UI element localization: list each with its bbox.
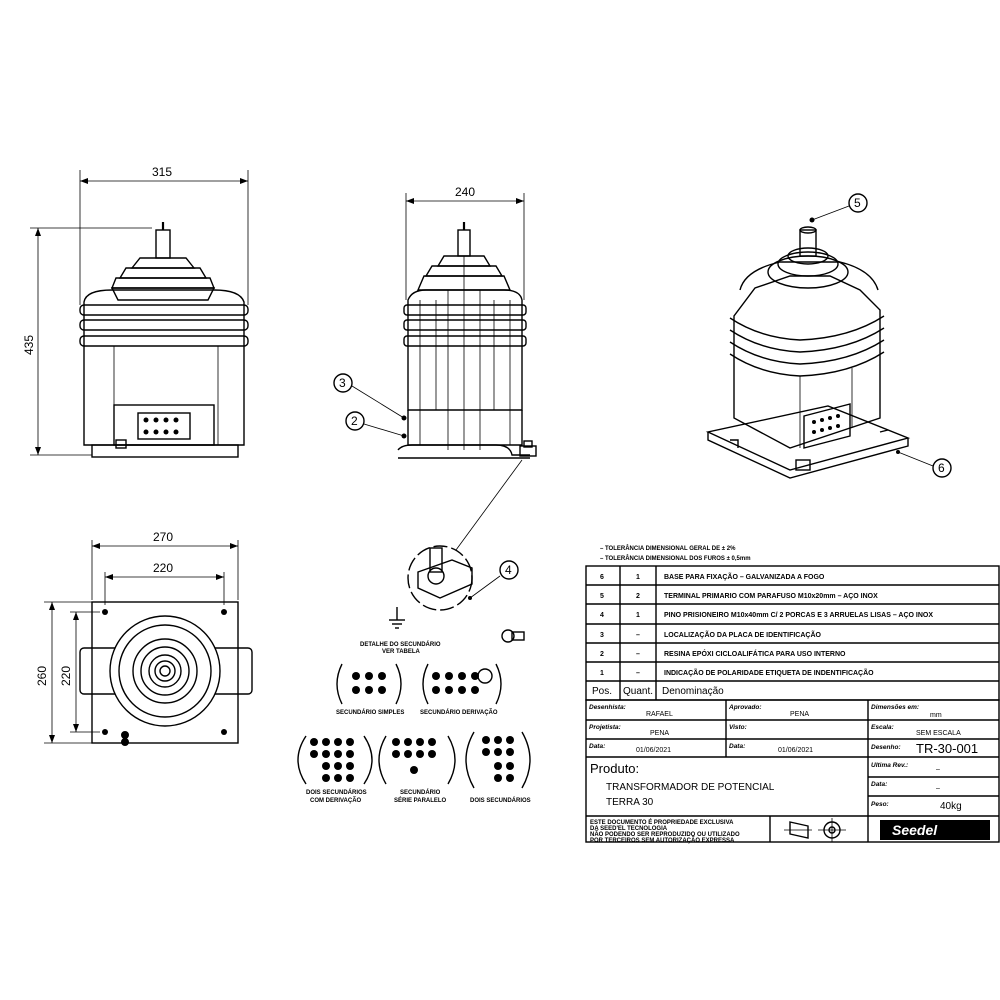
bom-row-6-desc: BASE PARA FIXAÇÃO – GALVANIZADA A FOGO bbox=[664, 572, 825, 581]
projection-symbol-icon bbox=[784, 818, 846, 842]
visto-label: Visto: bbox=[729, 724, 747, 731]
sec-derivacao-label: SECUNDÁRIO DERIVAÇÃO bbox=[420, 709, 498, 716]
dim-front-height: 435 bbox=[22, 335, 36, 355]
logo-text: Seedel bbox=[892, 822, 938, 838]
front-view: 315 435 bbox=[22, 165, 249, 458]
desenhista-label: Desenhista: bbox=[589, 704, 626, 711]
balloon-5: 5 bbox=[854, 196, 861, 210]
produto-line-2: TERRA 30 bbox=[606, 797, 654, 808]
notice-line-4: POR TERCEIROS SEM AUTORIZAÇÃO EXPRESSA bbox=[590, 837, 735, 844]
ultima-rev-value: – bbox=[936, 766, 940, 773]
detalhe-label: DETALHE DO SECUNDÁRIO bbox=[360, 641, 441, 648]
bom-row-5-qty: 2 bbox=[636, 593, 640, 600]
data-label-2: Data: bbox=[729, 743, 745, 750]
desenhista-value: RAFAEL bbox=[646, 711, 673, 718]
produto-label: Produto: bbox=[590, 761, 639, 776]
bom-row-6-qty: 1 bbox=[636, 574, 640, 581]
aprovado-label: Aprovado: bbox=[728, 704, 762, 711]
bom-table: 6 1 BASE PARA FIXAÇÃO – GALVANIZADA A FO… bbox=[585, 565, 1000, 701]
detail-view: 4 bbox=[407, 545, 519, 611]
seedel-logo: Seedel bbox=[880, 820, 990, 840]
balloon-2: 2 bbox=[351, 414, 358, 428]
bom-row-5-desc: TERMINAL PRIMARIO COM PARAFUSO M10x20mm … bbox=[664, 593, 878, 600]
sec-simples-label: SECUNDÁRIO SIMPLES bbox=[336, 709, 404, 716]
balloon-4: 4 bbox=[505, 563, 512, 577]
bom-row-5-pos: 5 bbox=[600, 593, 604, 600]
isometric-view: 5 6 bbox=[705, 193, 952, 479]
top-view: 270 220 260 220 bbox=[35, 530, 253, 746]
data-label-3: Data: bbox=[871, 781, 887, 788]
dois-sec-derivacao-label-2: COM DERIVAÇÃO bbox=[310, 797, 362, 804]
desenho-label: Desenho: bbox=[871, 744, 901, 751]
bom-header-pos: Pos. bbox=[592, 686, 612, 697]
data-value-1: 01/06/2021 bbox=[636, 747, 671, 754]
bom-row-3-desc: LOCALIZAÇÃO DA PLACA DE IDENTIFICAÇÃO bbox=[664, 630, 822, 639]
sec-serie-label-2: SÉRIE PARALELO bbox=[394, 796, 447, 804]
bom-header-desc: Denominação bbox=[662, 686, 724, 697]
balloon-6: 6 bbox=[938, 461, 945, 475]
bom-row-2-pos: 2 bbox=[600, 651, 604, 658]
secondary-details: DETALHE DO SECUNDÁRIO VER TABELA SECUNDÁ… bbox=[297, 607, 531, 804]
produto-line-1: TRANSFORMADOR DE POTENCIAL bbox=[606, 782, 775, 793]
aprovado-value: PENA bbox=[790, 711, 809, 718]
projetista-label: Projetista: bbox=[589, 724, 621, 731]
bom-row-2-qty: – bbox=[636, 651, 640, 658]
dimensoes-label: Dimensões em: bbox=[871, 704, 919, 711]
bom-row-3-qty: – bbox=[636, 632, 640, 639]
notice-line-2: DA SEED'EL TECNOLOGIA bbox=[590, 826, 668, 832]
bom-row-6-pos: 6 bbox=[600, 574, 604, 581]
bom-row-1-pos: 1 bbox=[600, 670, 604, 677]
title-block: Desenhista: RAFAEL Aprovado: PENA Dimens… bbox=[585, 699, 1000, 844]
bom-row-3-pos: 3 bbox=[600, 632, 604, 639]
projetista-value: PENA bbox=[650, 730, 669, 737]
ultima-rev-label: Ultima Rev.: bbox=[871, 762, 908, 769]
bom-row-4-qty: 1 bbox=[636, 612, 640, 619]
tolerance-1: – TOLERÂNCIA DIMENSIONAL GERAL DE ± 2% bbox=[600, 545, 736, 552]
peso-label: Peso: bbox=[871, 801, 889, 808]
desenho-value: TR-30-001 bbox=[916, 741, 978, 756]
iso-terminal-screws bbox=[812, 414, 840, 434]
terminal-box-screws bbox=[143, 417, 179, 435]
dimensoes-value: mm bbox=[930, 712, 942, 719]
notice-line-3: NÃO PODENDO SER REPRODUZIDO OU UTILIZADO bbox=[590, 831, 740, 838]
dim-side-width: 240 bbox=[455, 185, 475, 199]
bom-row-1-desc: INDICAÇÃO DE POLARIDADE ETIQUETA DE INDE… bbox=[664, 668, 874, 677]
sec-serie-label-1: SECUNDÁRIO bbox=[400, 789, 441, 796]
peso-value: 40kg bbox=[940, 801, 962, 812]
tolerance-2: – TOLERÂNCIA DIMENSIONAL DOS FUROS ± 0,5… bbox=[600, 555, 751, 562]
dois-sec-derivacao-label-1: DOIS SECUNDÁRIOS bbox=[306, 789, 367, 796]
notice-line-1: ESTE DOCUMENTO É PROPRIEDADE EXCLUSIVA bbox=[590, 818, 734, 826]
bom-row-1-qty: – bbox=[636, 670, 640, 677]
data-value-3: – bbox=[936, 785, 940, 792]
bom-row-4-desc: PINO PRISIONEIRO M10x40mm C/ 2 PORCAS E … bbox=[664, 612, 933, 619]
dim-front-width: 315 bbox=[152, 165, 172, 179]
balloon-3: 3 bbox=[339, 376, 346, 390]
data-value-2: 01/06/2021 bbox=[778, 747, 813, 754]
dois-sec-label: DOIS SECUNDÁRIOS bbox=[470, 797, 531, 804]
bom-header-qty: Quant. bbox=[623, 686, 653, 697]
ver-tabela-label: VER TABELA bbox=[382, 649, 421, 655]
dim-top-outer-height: 260 bbox=[35, 666, 49, 686]
dim-top-inner-width: 220 bbox=[153, 561, 173, 575]
escala-value: SEM ESCALA bbox=[916, 730, 961, 737]
dim-top-inner-height: 220 bbox=[59, 666, 73, 686]
escala-label: Escala: bbox=[871, 724, 894, 731]
dim-top-outer-width: 270 bbox=[153, 530, 173, 544]
bom-row-2-desc: RESINA EPÓXI CICLOALIFÁTICA PARA USO INT… bbox=[664, 649, 846, 658]
bom-row-4-pos: 4 bbox=[600, 612, 604, 619]
side-view: 240 3 2 bbox=[333, 185, 537, 551]
data-label-1: Data: bbox=[589, 743, 605, 750]
